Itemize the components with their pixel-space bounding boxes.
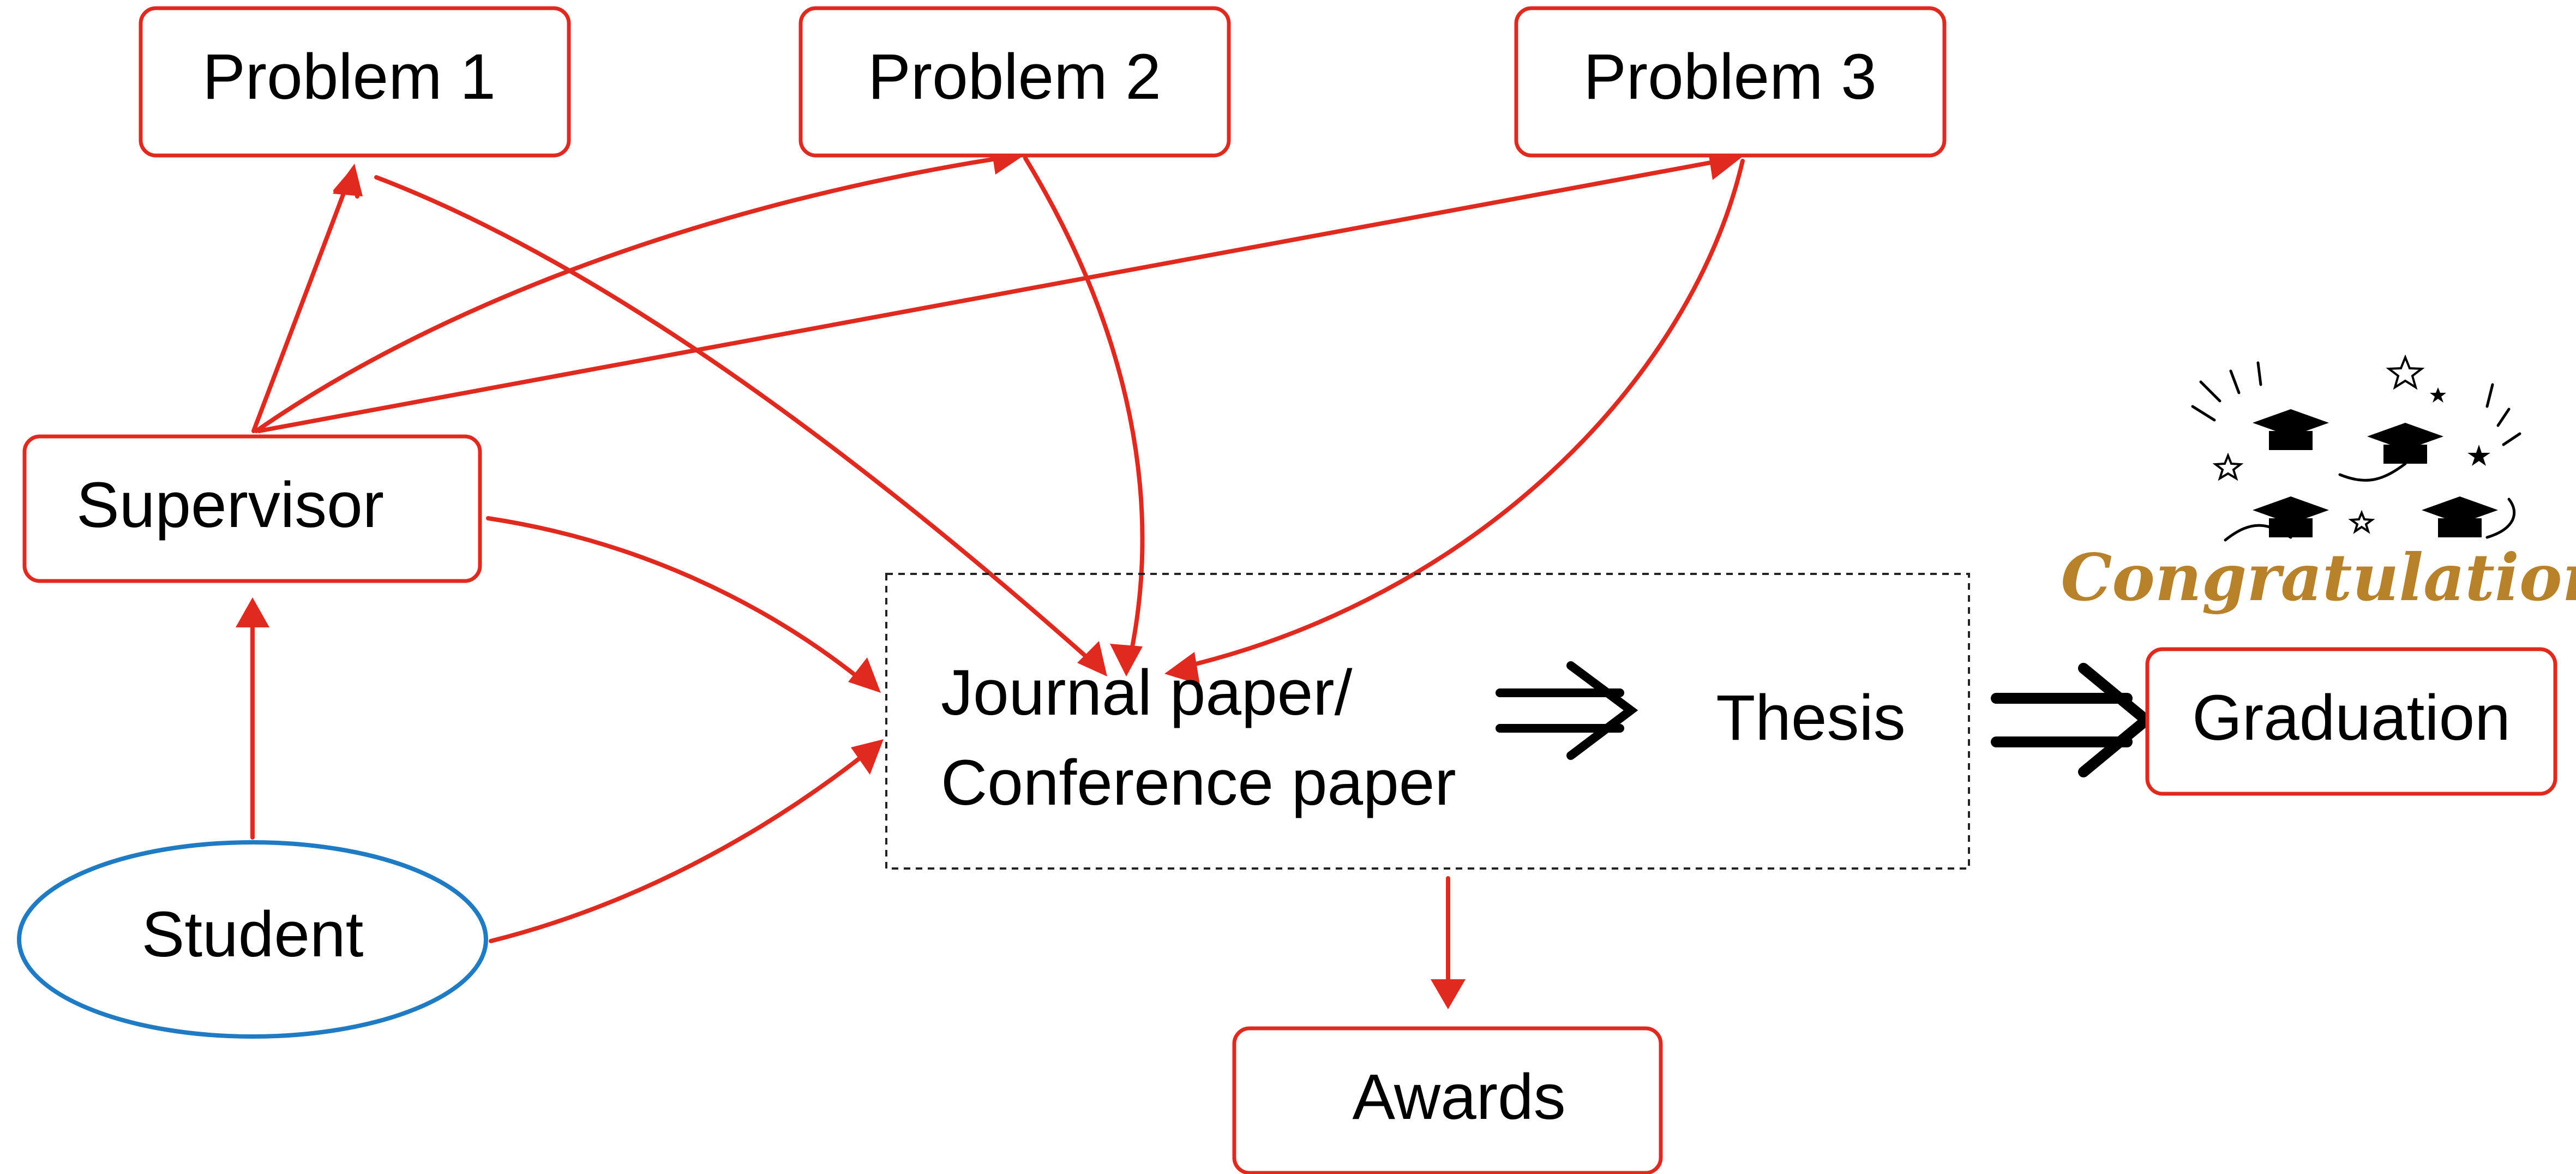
edge-supervisor-problem1 xyxy=(251,170,354,433)
implies-arrow-icon xyxy=(1496,661,1638,760)
graduation-cap-icon xyxy=(2253,496,2329,537)
problem2-node: Problem 2 xyxy=(798,6,1231,158)
problem3-node: Problem 3 xyxy=(1514,6,1947,158)
edge-supervisor-problem3 xyxy=(257,156,1737,433)
paper-label-line1: Journal paper/ xyxy=(941,657,1353,729)
star-icon xyxy=(2430,387,2490,466)
edge-problem1-paper xyxy=(374,175,1098,668)
arrowhead-fill xyxy=(1431,979,1466,1009)
arrowhead-fill xyxy=(848,657,881,693)
problem3-label: Problem 3 xyxy=(1583,41,1877,113)
supervisor-node: Supervisor xyxy=(22,434,482,583)
star-icon xyxy=(2212,354,2425,534)
edge-problem2-paper xyxy=(1023,156,1145,665)
confetti-icon xyxy=(2191,361,2521,542)
edge-supervisor-problem2 xyxy=(254,153,1019,433)
problem1-label: Problem 1 xyxy=(202,41,496,113)
student-label: Student xyxy=(142,899,364,971)
awards-node: Awards xyxy=(1232,1026,1663,1174)
arrowhead-fill xyxy=(333,164,363,196)
graduation-cap-icon xyxy=(2422,496,2498,537)
congrats-text: Congratulations! xyxy=(2061,540,2576,615)
awards-label: Awards xyxy=(1352,1061,1565,1133)
problem2-label: Problem 2 xyxy=(868,41,1161,113)
arrowhead-fill xyxy=(851,739,884,775)
edge-student-paper xyxy=(489,748,872,943)
graduation-cap-icon xyxy=(2253,409,2329,450)
implies-arrow-icon xyxy=(1991,663,2155,777)
arrowhead-fill xyxy=(1164,652,1200,685)
edges xyxy=(236,139,1745,1009)
graduation-cap-icon xyxy=(2367,423,2443,464)
arrowhead-fill xyxy=(1110,644,1143,676)
edge-supervisor-paper xyxy=(486,516,869,687)
arrowhead-fill xyxy=(236,597,269,627)
thesis-label: Thesis xyxy=(1716,682,1906,754)
student-node: Student xyxy=(17,840,488,1039)
publication-group: Journal paper/ Conference paper Thesis xyxy=(885,573,1970,870)
congrats-illustration: Congratulations! xyxy=(2061,354,2576,615)
group-border xyxy=(885,573,1970,870)
edge-problem3-paper xyxy=(1176,159,1745,670)
paper-label-line2: Conference paper xyxy=(941,747,1456,819)
graduation-node: Graduation xyxy=(2145,647,2557,796)
supervisor-label: Supervisor xyxy=(76,469,384,541)
arrowhead-fill xyxy=(1077,641,1107,676)
problem1-node: Problem 1 xyxy=(139,6,571,158)
graduation-label: Graduation xyxy=(2192,682,2511,754)
